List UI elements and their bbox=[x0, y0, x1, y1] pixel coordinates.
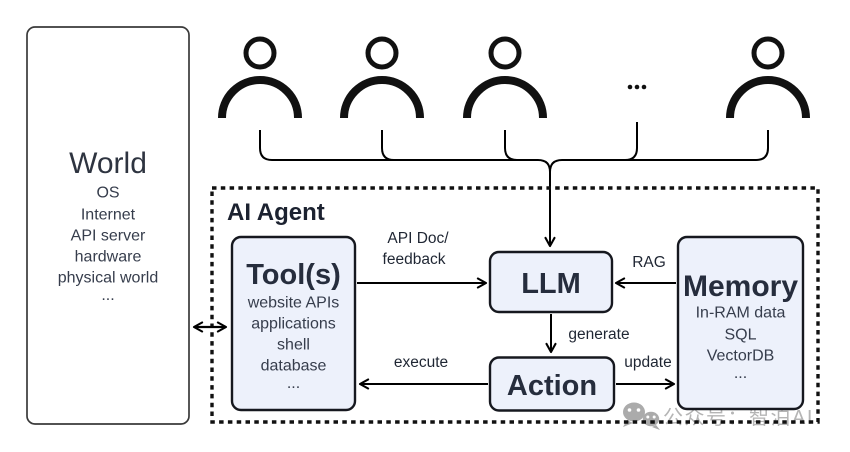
action-box: Action bbox=[488, 356, 616, 412]
brace-stub bbox=[259, 130, 273, 161]
brace-stub bbox=[504, 130, 518, 161]
user-icon bbox=[726, 36, 810, 119]
edge-labels: API Doc/ feedback RAG generate execute u… bbox=[383, 230, 672, 371]
brace-line-left bbox=[272, 159, 551, 173]
action-title: Action bbox=[507, 370, 597, 402]
update-label: update bbox=[624, 354, 671, 371]
tools-item: ... bbox=[287, 375, 300, 392]
world-item: physical world bbox=[58, 270, 158, 287]
world-title: World bbox=[69, 147, 147, 180]
user-icon bbox=[218, 36, 302, 119]
llm-title: LLM bbox=[521, 268, 581, 300]
world-item: ... bbox=[101, 287, 114, 304]
world-item: Internet bbox=[81, 207, 136, 224]
world-box: World OS Internet API server hardware ph… bbox=[26, 26, 190, 425]
llm-box: LLM bbox=[488, 250, 614, 314]
ai-agent-container bbox=[210, 186, 820, 424]
llm-box-outline bbox=[488, 250, 614, 314]
memory-item: In-RAM data bbox=[696, 305, 786, 322]
memory-item: ... bbox=[734, 365, 747, 382]
tools-title: Tool(s) bbox=[246, 259, 341, 291]
users-row bbox=[218, 36, 810, 119]
brace-stub bbox=[381, 130, 395, 161]
memory-item: SQL bbox=[724, 327, 756, 344]
memory-box: Memory In-RAM data SQL VectorDB ... bbox=[676, 235, 805, 411]
tools-item: applications bbox=[251, 316, 336, 333]
world-item: hardware bbox=[75, 249, 142, 266]
api-doc-label-line1: API Doc/ bbox=[387, 230, 449, 247]
tools-box: Tool(s) website APIs applications shell … bbox=[230, 235, 357, 412]
tools-item: shell bbox=[277, 337, 310, 354]
arrows bbox=[194, 283, 676, 384]
generate-label: generate bbox=[568, 326, 629, 343]
brace-stub bbox=[624, 122, 638, 161]
brace-line-right bbox=[549, 159, 756, 173]
execute-label: execute bbox=[394, 354, 448, 371]
users-merge-brace bbox=[259, 122, 769, 246]
memory-box-outline bbox=[676, 235, 805, 411]
users-ellipsis-icon bbox=[627, 84, 647, 90]
ai-agent-label: AI Agent bbox=[227, 199, 325, 226]
world-item: OS bbox=[96, 185, 119, 202]
wechat-icon bbox=[623, 402, 660, 430]
brace-stub bbox=[755, 130, 769, 161]
memory-title: Memory bbox=[683, 270, 798, 303]
user-icon bbox=[463, 36, 547, 119]
world-item: API server bbox=[71, 228, 146, 245]
world-box-outline bbox=[26, 26, 190, 425]
api-doc-label-line2: feedback bbox=[383, 251, 446, 268]
rag-label: RAG bbox=[632, 254, 666, 271]
action-box-outline bbox=[488, 356, 616, 412]
tools-item: database bbox=[261, 358, 327, 375]
user-icon bbox=[340, 36, 424, 119]
tools-item: website APIs bbox=[247, 295, 340, 312]
memory-item: VectorDB bbox=[707, 348, 775, 365]
tools-box-outline bbox=[230, 235, 357, 412]
